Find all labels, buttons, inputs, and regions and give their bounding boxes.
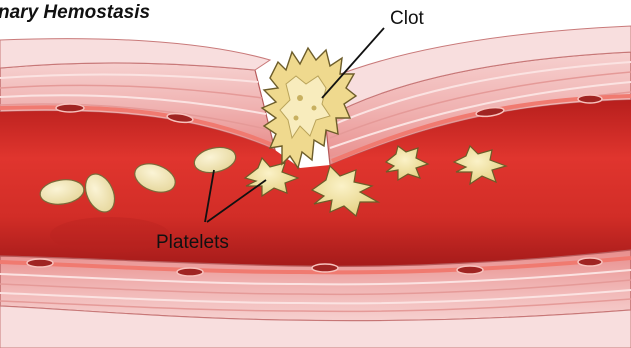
endothelial-cell bbox=[27, 259, 53, 267]
endothelial-cell bbox=[177, 268, 203, 276]
lumen-shadow bbox=[50, 217, 170, 253]
clot-label: Clot bbox=[390, 8, 425, 29]
endothelial-cell bbox=[578, 95, 602, 103]
endothelial-cell bbox=[56, 104, 84, 112]
endothelial-cell bbox=[457, 266, 483, 274]
endothelial-cell bbox=[578, 258, 602, 266]
diagram-title: nary Hemostasis bbox=[0, 2, 150, 23]
endothelial-cell bbox=[312, 264, 338, 272]
platelets-label: Platelets bbox=[156, 232, 229, 253]
